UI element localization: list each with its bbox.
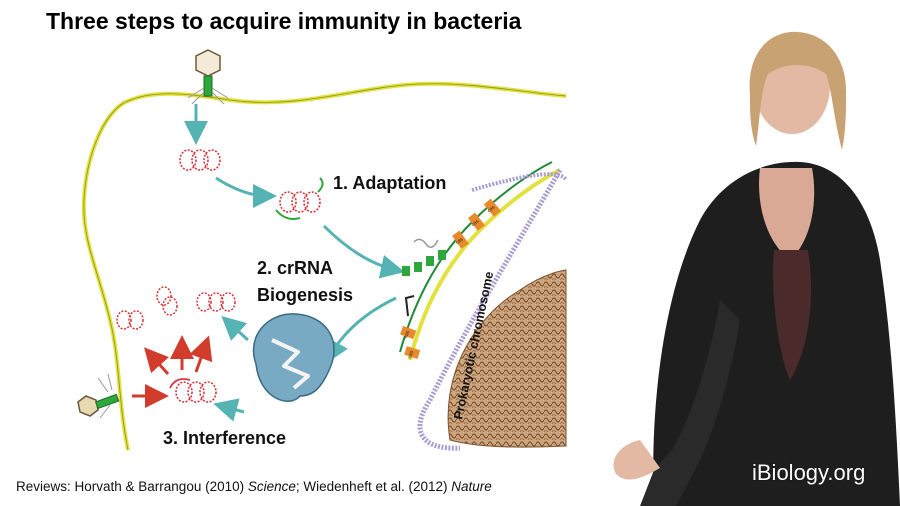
crispr-locus-icon <box>399 161 561 361</box>
chromosome-mass-icon <box>447 269 567 448</box>
cell-membrane-outline <box>83 83 567 451</box>
chromosome-ring-icon <box>417 168 568 451</box>
step-biogenesis-label-line2: Biogenesis <box>257 285 354 305</box>
step-interference-label: 3. Interference <box>163 428 287 448</box>
cas-gene-label: cas <box>407 350 415 360</box>
interference-arrows <box>132 335 213 408</box>
phage-dna-processed-icon <box>275 177 324 220</box>
cas-gene-label: cas <box>486 204 496 214</box>
references-journal-2: Nature <box>451 479 492 494</box>
references-prefix: Reviews: Horvath & Barrangou (2010) <box>16 479 248 494</box>
cas-gene-label: cas <box>455 236 465 246</box>
references-caption: Reviews: Horvath & Barrangou (2010) Scie… <box>16 479 492 494</box>
cas-gene-label: cas <box>403 330 411 340</box>
phage-dna-icon <box>179 149 221 171</box>
references-middle: ; Wiedenheft et al. (2012) <box>295 479 452 494</box>
degraded-dna-icon <box>116 286 236 330</box>
cas-gene-label: cas <box>470 218 480 228</box>
phage-bottom-icon <box>77 373 120 419</box>
step-biogenesis-label-line1: 2. crRNA <box>257 258 334 278</box>
presenter-image <box>613 31 900 506</box>
cascade-complex-icon <box>252 313 335 402</box>
step-adaptation-label: 1. Adaptation <box>333 173 447 193</box>
phage-top-icon <box>187 49 229 105</box>
references-journal-1: Science <box>247 479 296 494</box>
slide-title: Three steps to acquire immunity in bacte… <box>46 8 522 34</box>
watermark-logo: iBiology.org <box>752 460 865 485</box>
target-dna-icon <box>169 378 217 403</box>
